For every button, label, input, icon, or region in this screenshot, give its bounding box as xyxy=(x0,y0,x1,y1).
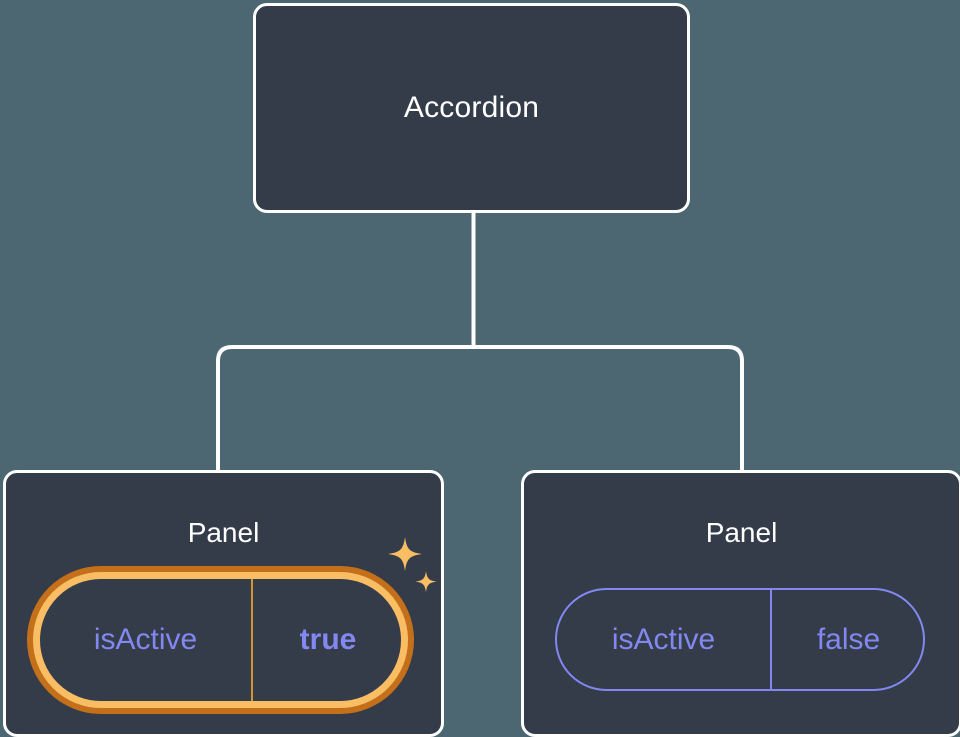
prop-pill-left-wrapper: isActive true xyxy=(33,572,408,708)
prop-name-right: isActive xyxy=(611,622,716,656)
prop-name-left: isActive xyxy=(93,623,198,656)
prop-value-left: true xyxy=(251,579,401,701)
node-accordion[interactable]: Accordion xyxy=(253,3,690,213)
prop-pill-is-active-true[interactable]: isActive true xyxy=(33,572,408,708)
node-panel-left-title: Panel xyxy=(187,517,260,548)
prop-pill-right-wrapper: isActive false xyxy=(555,588,925,691)
prop-pill-is-active-false[interactable]: isActive false xyxy=(555,588,925,691)
connector-branch-bar xyxy=(216,345,744,470)
prop-value-right: false xyxy=(770,590,923,689)
node-accordion-title: Accordion xyxy=(403,90,540,124)
node-panel-right-title: Panel xyxy=(705,517,778,548)
